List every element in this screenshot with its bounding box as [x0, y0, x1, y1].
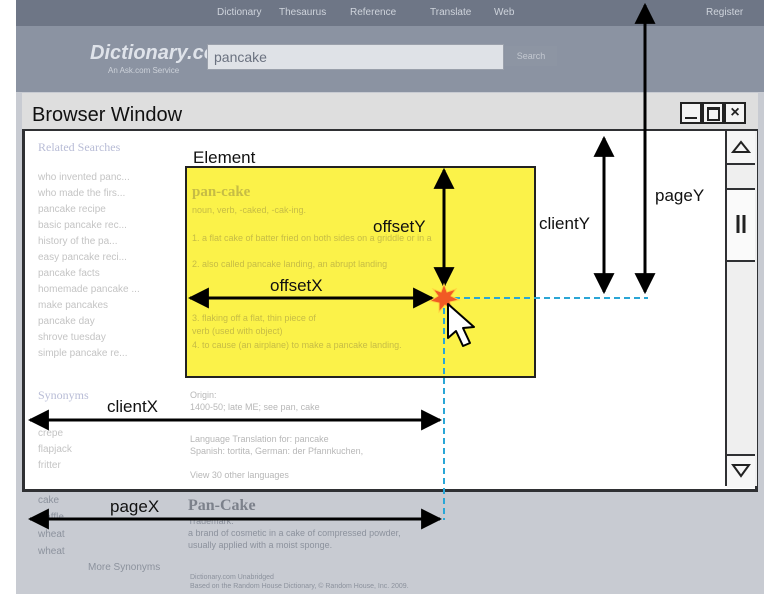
site-search-button: Search [505, 46, 557, 66]
related-item: pancake facts [38, 268, 100, 279]
pageY-label: pageY [655, 186, 705, 205]
nav-tab: Translate [430, 7, 472, 18]
related-item: who invented panc... [38, 172, 130, 183]
scroll-down-icon [727, 454, 755, 488]
related-item: make pancakes [38, 300, 109, 311]
related-item: basic pancake rec... [38, 220, 127, 231]
related-item: pancake recipe [38, 204, 106, 215]
synonyms-title: Synonyms [38, 388, 89, 402]
synonym-item: fritter [38, 460, 61, 471]
synonym-item: flapjack [38, 444, 72, 455]
nav-tab: Thesaurus [279, 7, 327, 18]
related-searches-title: Related Searches [38, 140, 121, 154]
translation-line: Spanish: tortita, German: der Pfannkuche… [190, 446, 364, 456]
mouse-cursor-icon [447, 303, 475, 347]
origin-text: 1400-50; late ME; see pan, cake [190, 402, 320, 412]
offsetY-label: offsetY [373, 217, 426, 236]
site-logo-subtitle: An Ask.com Service [108, 66, 180, 75]
offsetX-label: offsetX [270, 276, 323, 295]
more-synonyms-link: More Synonyms [88, 562, 161, 573]
related-item: homemade pancake ... [38, 284, 140, 295]
scroll-up-icon [727, 131, 755, 165]
nav-tab: Dictionary [217, 7, 262, 18]
related-item: who made the firs... [38, 188, 126, 199]
close-icon: × [724, 102, 746, 124]
element-label: Element [193, 148, 256, 167]
synonym-item: crepe [38, 428, 64, 439]
entry-def-line: 3. flaking off a flat, thin piece of [192, 313, 316, 323]
related-item: history of the pa... [38, 236, 118, 247]
highlighted-element [185, 166, 536, 378]
side-item: cake [38, 495, 60, 506]
second-def-line: usually applied with a moist sponge. [188, 540, 333, 550]
window-title: Browser Window [32, 104, 183, 126]
nav-tab: Reference [350, 7, 397, 18]
translation-label: Language Translation for: pancake [190, 434, 329, 444]
scroll-thumb [727, 188, 755, 262]
related-item: shrove tuesday [38, 332, 106, 343]
clientX-label: clientX [107, 397, 159, 416]
related-item: simple pancake re... [38, 348, 128, 359]
origin-label: Origin: [190, 390, 217, 400]
related-item: pancake day [38, 316, 95, 327]
maximize-icon [702, 102, 724, 124]
side-item: wheat [38, 546, 65, 557]
site-search-value: pancake [214, 49, 267, 65]
entry-def-line: verb (used with object) [192, 326, 283, 336]
second-def-line: a brand of cosmetic in a cake of compres… [188, 528, 401, 538]
entry-def-line: 1. a flat cake of batter fried on both s… [192, 233, 432, 243]
side-item: wheat [38, 529, 65, 540]
entry-headword: pan-cake [192, 184, 251, 200]
clientY-label: clientY [539, 214, 591, 233]
site-search-box [207, 44, 504, 70]
footer-line: Based on the Random House Dictionary, © … [190, 583, 409, 590]
footer-line: Dictionary.com Unabridged [190, 574, 274, 581]
pageX-label: pageX [110, 497, 160, 516]
nav-tab: Web [494, 7, 515, 18]
translation-line: View 30 other languages [190, 470, 289, 480]
entry-def-line: 2. also called pancake landing, an abrup… [192, 259, 388, 269]
entry-def-line: 4. to cause (an airplane) to make a panc… [192, 340, 402, 350]
click-burst-icon [428, 282, 461, 314]
register-link: Register [706, 7, 744, 18]
minimize-icon [680, 102, 702, 124]
related-item: easy pancake reci... [38, 252, 127, 263]
site-logo: Dictionary.com [90, 42, 234, 64]
entry-def-line: noun, verb, -caked, -cak-ing. [192, 205, 307, 215]
